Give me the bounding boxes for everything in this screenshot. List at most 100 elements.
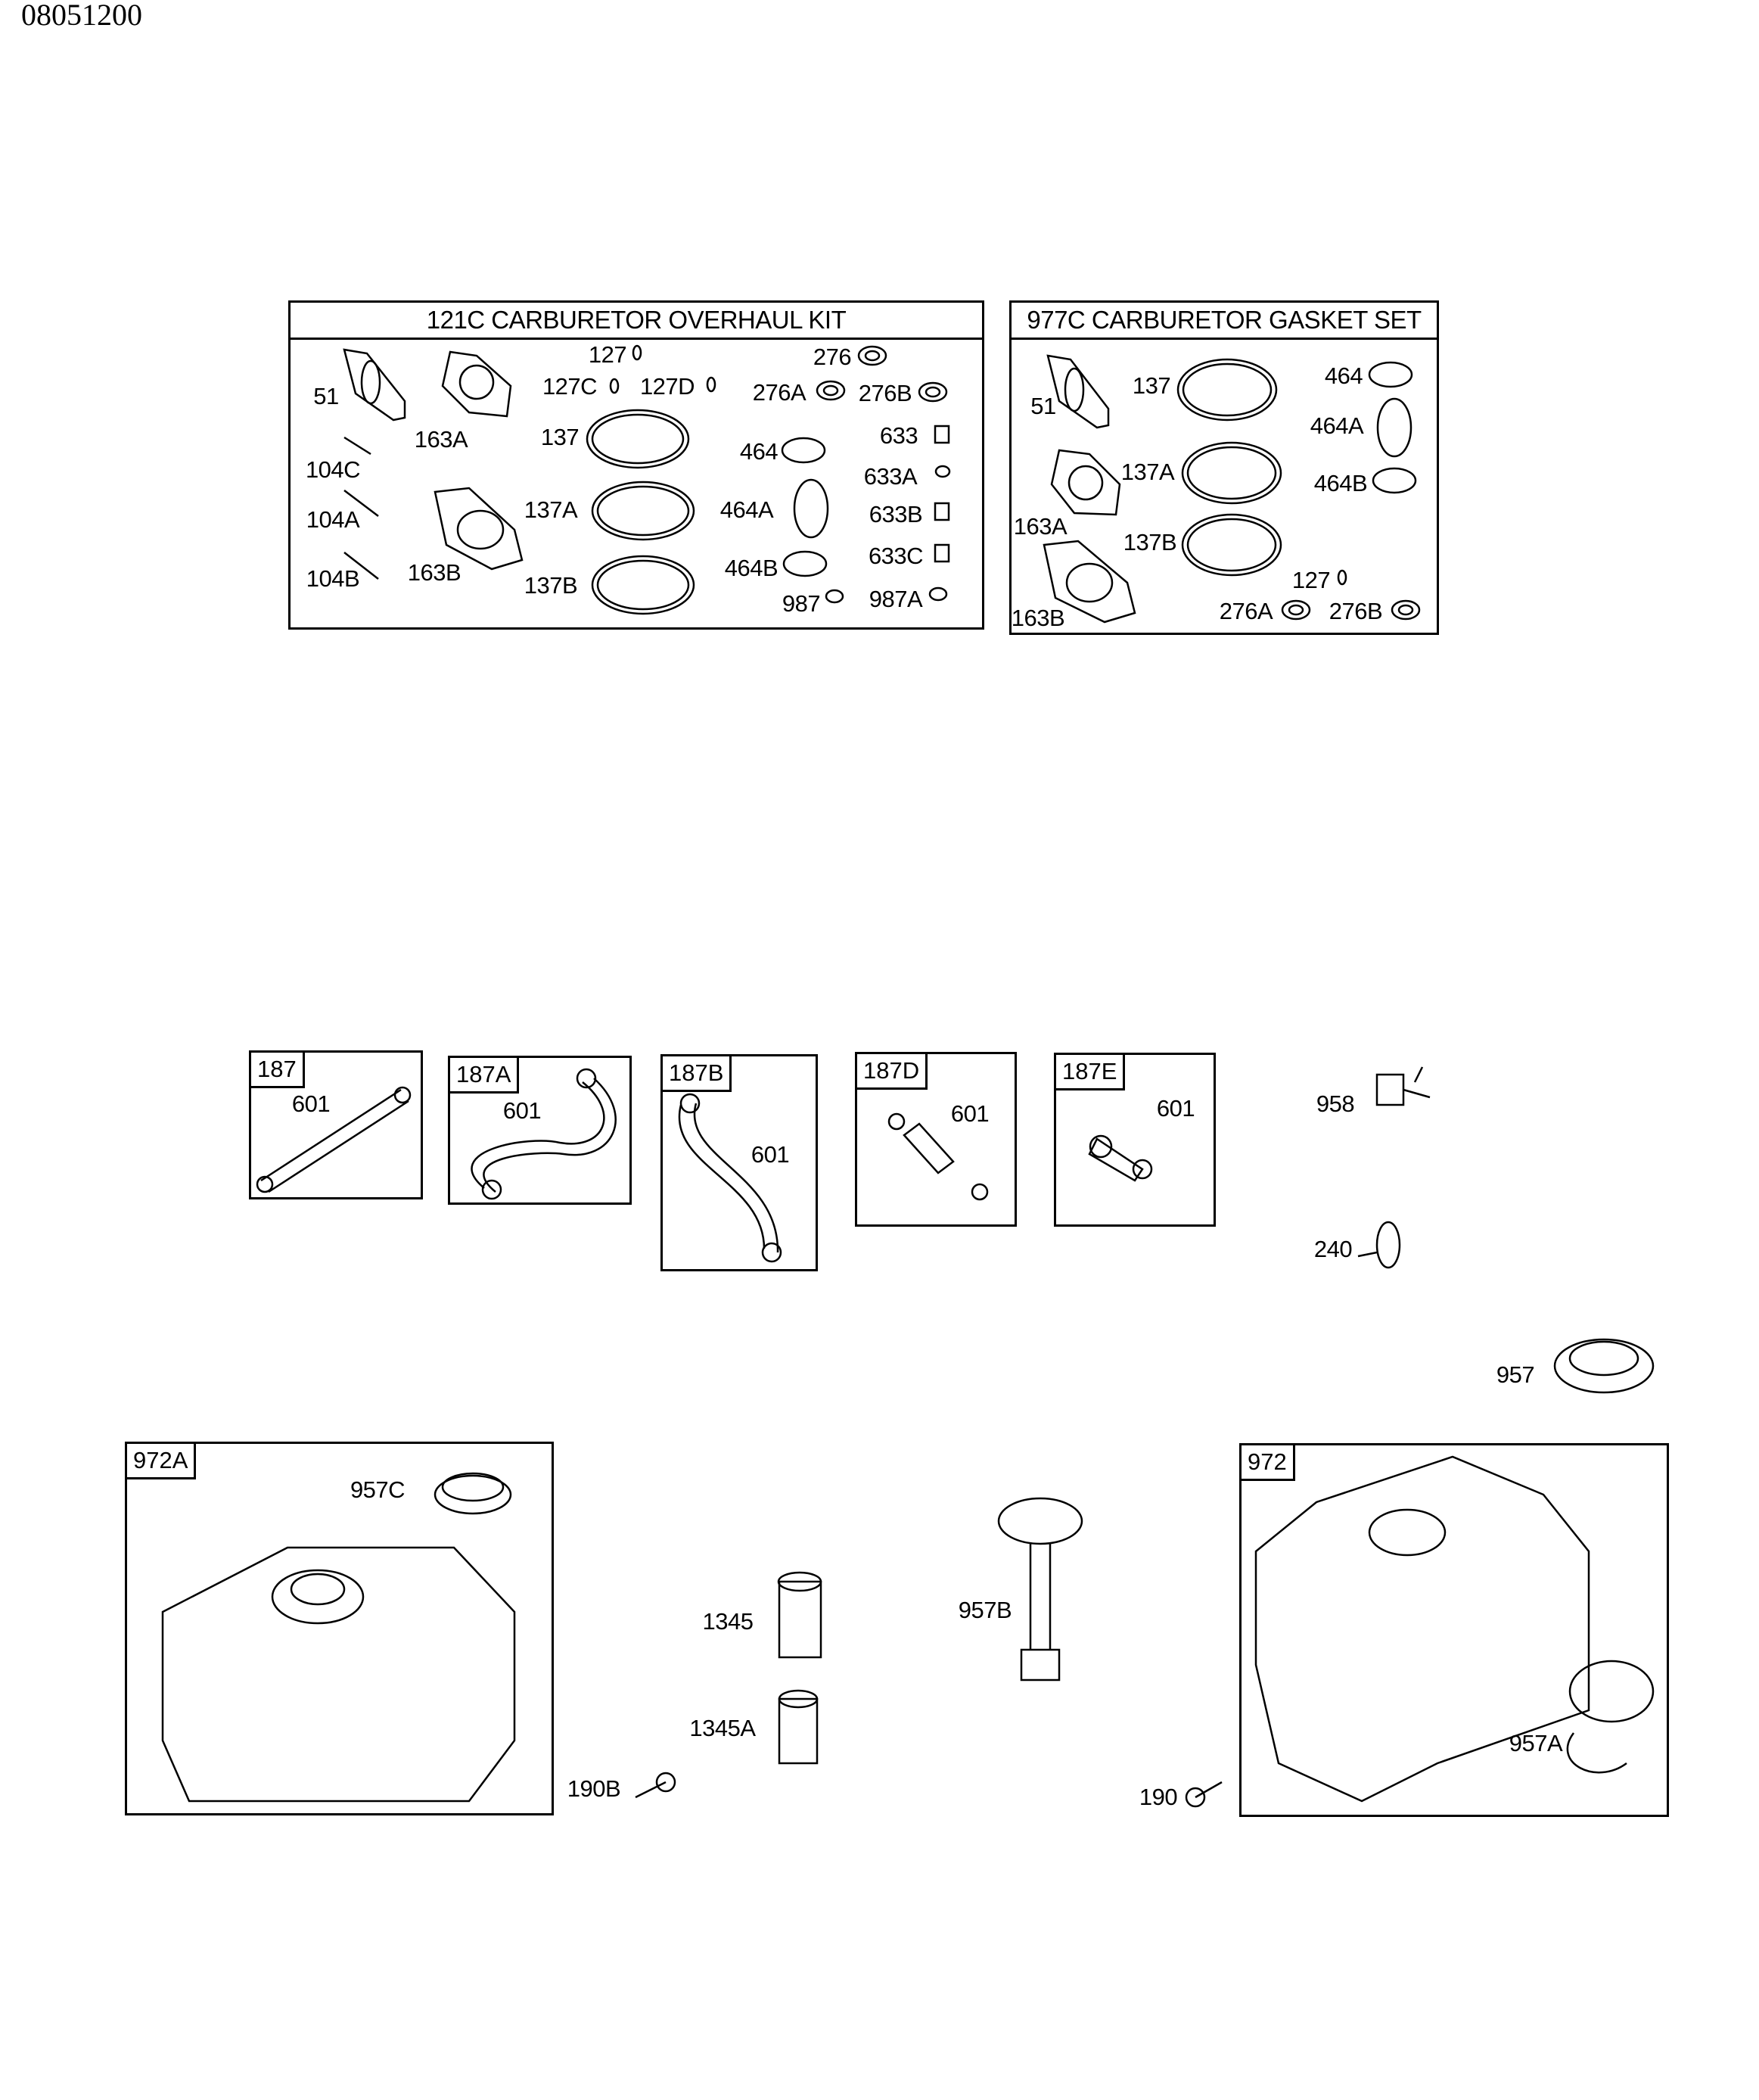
pin-104c-drawing [343, 436, 371, 456]
o-ring-127-b-drawing [1337, 569, 1347, 586]
pin-104a-drawing [343, 490, 379, 517]
washer-987-drawing [825, 589, 844, 604]
kit-tag: 187A [450, 1058, 520, 1094]
part-label: 1345 [702, 1608, 754, 1635]
part-label: 127 [1291, 567, 1331, 593]
part-label: 987 [782, 590, 821, 617]
kit-tag: 187D [857, 1054, 928, 1090]
hose-kit-187b-box: 187B [660, 1054, 818, 1271]
part-label: 137 [540, 424, 580, 450]
washer-276-drawing [857, 345, 887, 366]
part-label: 163A [1013, 513, 1068, 540]
part-label: 633C [868, 543, 924, 569]
tank-972-drawing [1254, 1455, 1590, 1803]
part-label: 127 [588, 341, 627, 368]
part-label: 51 [1030, 393, 1056, 419]
washer-276b-drawing [918, 381, 948, 403]
part-label: 276B [1329, 598, 1383, 624]
part-label: 464B [1313, 470, 1368, 496]
gasket-163b-drawing [434, 487, 524, 571]
part-label: 137A [524, 496, 578, 523]
ring-464-drawing [781, 437, 826, 464]
part-label: 163A [414, 426, 468, 453]
o-ring-127c-drawing [609, 378, 620, 394]
kit-tag: 187B [663, 1056, 732, 1092]
tank-972-box: 972 [1239, 1443, 1669, 1817]
hose-187b-drawing [678, 1093, 782, 1263]
screen-1345-drawing [777, 1571, 822, 1659]
part-label: 464A [1310, 412, 1364, 439]
kit-977c-box: 977C CARBURETOR GASKET SET [1009, 300, 1439, 635]
gasket-51-drawing [343, 348, 406, 422]
bushing-633-drawing [934, 425, 950, 444]
ring-137b-drawing [591, 555, 695, 615]
part-label: 104B [306, 565, 360, 592]
kit-tag: 187E [1056, 1055, 1126, 1090]
ring-464b-drawing [782, 550, 828, 577]
part-label: 957B [958, 1597, 1012, 1623]
part-label: 464 [739, 438, 778, 465]
hose-kit-187-box: 187 [249, 1050, 423, 1199]
part-label: 464B [724, 555, 778, 581]
washer-276b-b-drawing [1391, 599, 1421, 621]
hose-187a-drawing [471, 1068, 617, 1200]
o-ring-127-drawing [632, 344, 642, 361]
cap-957-drawing [1553, 1338, 1655, 1394]
gasket-163a-drawing [441, 350, 512, 418]
part-label: 137 [1132, 372, 1171, 399]
part-label: 957 [1496, 1361, 1535, 1388]
washer-987a-drawing [928, 586, 948, 602]
part-label: 601 [502, 1097, 542, 1124]
part-label: 464 [1324, 362, 1363, 389]
ring-464-b-drawing [1368, 361, 1413, 388]
kit-121c-box: 121C CARBURETOR OVERHAUL KIT [288, 300, 984, 630]
part-label: 137A [1120, 459, 1175, 485]
cap-957c-drawing [434, 1472, 512, 1515]
part-label: 1345A [689, 1715, 756, 1741]
part-label: 240 [1313, 1236, 1353, 1262]
cap-957b-drawing [997, 1497, 1083, 1682]
kit-title: 977C CARBURETOR GASKET SET [1012, 303, 1437, 340]
hose-187-drawing [256, 1086, 412, 1193]
part-label: 163B [1011, 605, 1065, 631]
screw-190b-drawing [635, 1772, 676, 1799]
o-ring-127d-drawing [706, 376, 716, 393]
part-label: 601 [1156, 1095, 1195, 1122]
kit-tag: 972A [127, 1444, 197, 1479]
tank-972a-drawing [161, 1546, 516, 1803]
hose-kit-187a-box: 187A [448, 1056, 632, 1205]
part-label: 633B [869, 501, 923, 527]
kit-tag: 187 [251, 1053, 305, 1088]
filter-240-drawing [1357, 1221, 1401, 1269]
part-label: 51 [313, 383, 339, 409]
part-label: 464A [719, 496, 774, 523]
part-label: 276A [1219, 598, 1273, 624]
part-label: 104A [306, 506, 360, 533]
cap-957a-drawing [1566, 1660, 1655, 1774]
hose-187e-drawing [1088, 1134, 1153, 1182]
part-label: 137B [524, 572, 578, 599]
part-label: 127C [542, 373, 598, 400]
part-label: 104C [305, 456, 361, 483]
part-label: 601 [291, 1090, 331, 1117]
part-label: 987A [869, 586, 923, 612]
part-label: 601 [950, 1100, 990, 1127]
part-label: 957A [1509, 1730, 1563, 1756]
kit-tag: 972 [1242, 1445, 1295, 1481]
bushing-633b-drawing [934, 502, 950, 521]
part-label: 163B [407, 559, 462, 586]
tank-972a-box: 972A [125, 1442, 554, 1815]
part-label: 633 [879, 422, 918, 449]
pin-104b-drawing [343, 552, 379, 580]
screw-190-drawing [1185, 1781, 1223, 1808]
gasket-51-b-drawing [1046, 354, 1110, 429]
hose-kit-187e-box: 187E [1054, 1053, 1216, 1227]
ring-137-drawing [586, 409, 690, 469]
part-label: 276B [858, 380, 912, 406]
washer-276a-b-drawing [1281, 599, 1311, 621]
gasket-163b-b-drawing [1043, 540, 1136, 624]
part-label: 127D [639, 373, 695, 400]
bushing-633a-drawing [934, 465, 951, 478]
part-label: 276A [752, 379, 806, 406]
